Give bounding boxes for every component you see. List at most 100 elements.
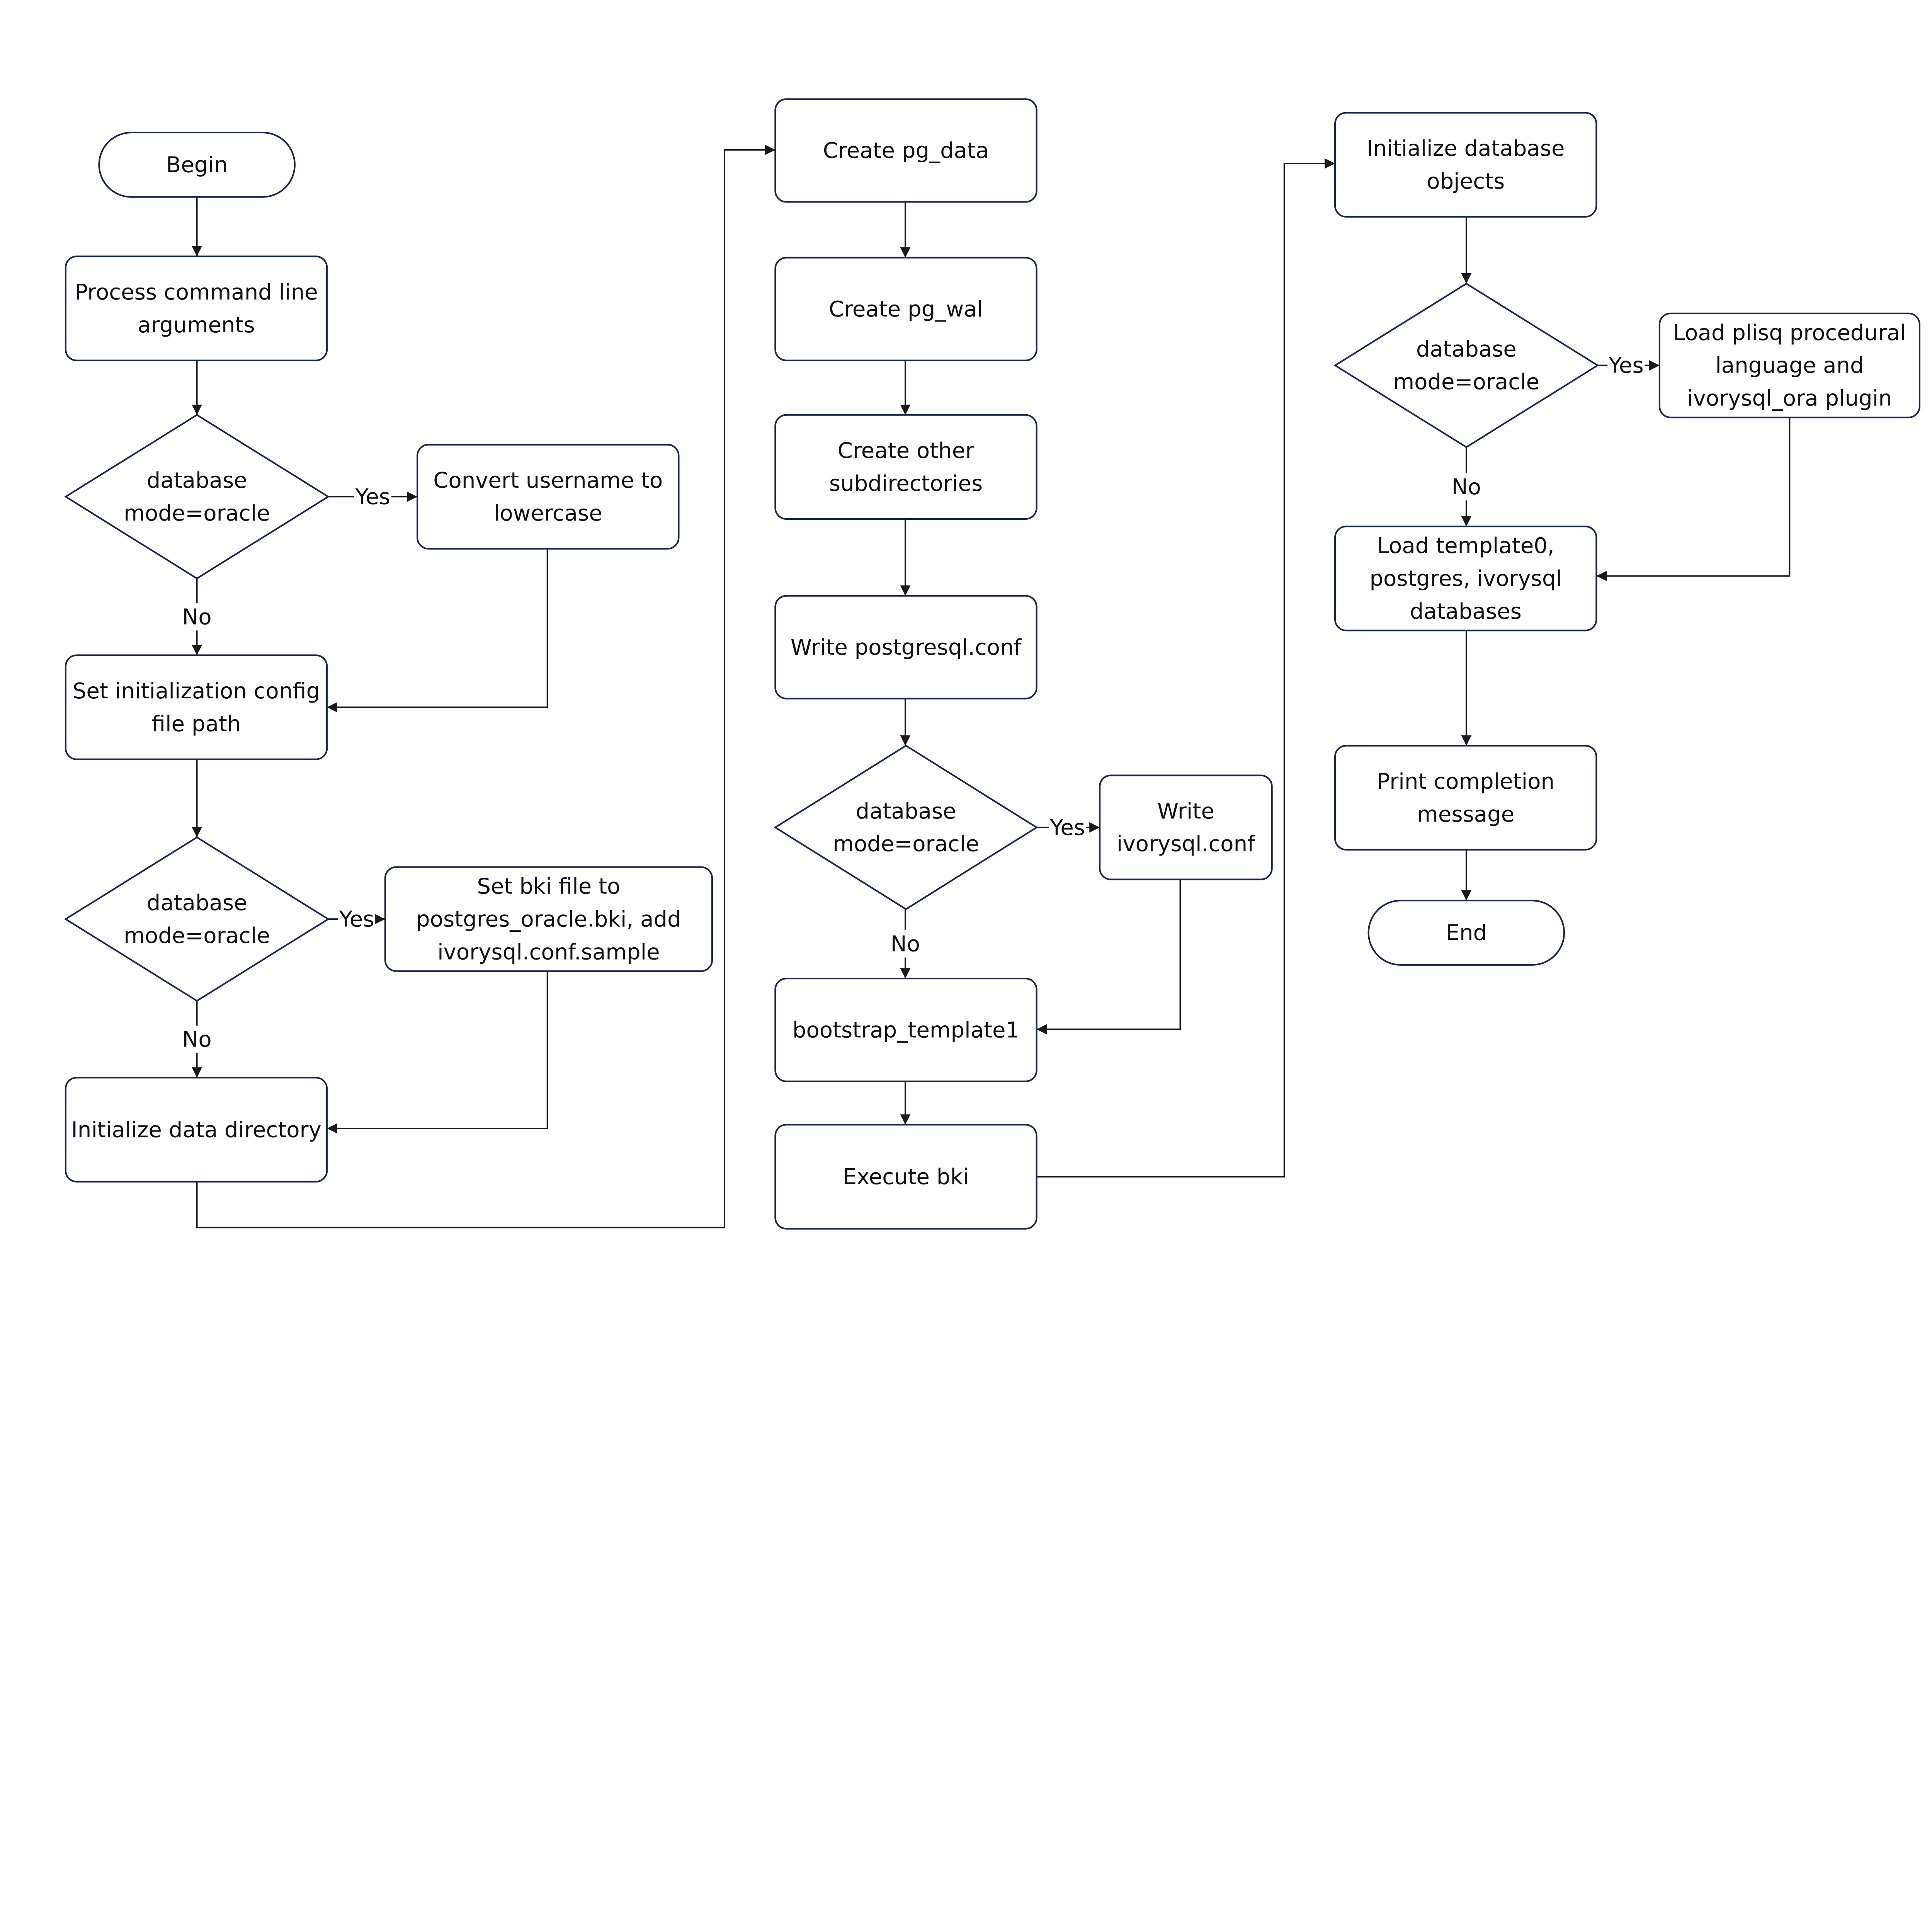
node-text-line: Load template0, (1377, 533, 1554, 558)
edge-label-text: Yes (1608, 353, 1644, 378)
node-text: Create pg_data (823, 138, 989, 163)
connector-arrow (327, 971, 548, 1134)
node-text: Begin (166, 153, 228, 178)
edge-label-no: No (886, 930, 924, 958)
connector-arrow (1036, 158, 1335, 1178)
decision-diamond (64, 414, 330, 580)
node-text: Execute bki (843, 1164, 969, 1190)
node-create-pg-wal: Create pg_wal (774, 257, 1037, 361)
node-text-line: database (147, 468, 247, 493)
node-text-line: language and (1715, 353, 1864, 378)
node-text-line: Load plisq procedural (1673, 320, 1906, 345)
node-text-line: Set initialization config (73, 679, 320, 704)
node-process-args: Process command line arguments (65, 255, 328, 361)
terminal-box (1367, 900, 1565, 966)
node-create-pg-data: Create pg_data (774, 98, 1037, 203)
node-begin: Begin (98, 131, 296, 198)
edge-label-text: Yes (355, 484, 390, 509)
node-text-line: mode=oracle (124, 501, 270, 526)
node-text-line: Write postgresql.conf (791, 635, 1022, 660)
node-text-line: ivorysql.conf (1117, 832, 1255, 857)
node-text-line: objects (1427, 169, 1505, 194)
process-box (65, 1077, 328, 1183)
node-bootstrap-template1: bootstrap_template1 (774, 977, 1037, 1082)
node-load-plisql: Load plisq procedural language and ivorysq… (1658, 312, 1921, 419)
node-text-line: Set bki file to (477, 874, 620, 899)
node-text-line: message (1417, 802, 1514, 827)
process-box (774, 1124, 1037, 1230)
edge-label-no: No (178, 1025, 216, 1053)
node-text: Set bki file to postgres_oracle.bki, add i… (416, 874, 681, 965)
node-text-line: arguments (138, 313, 255, 338)
process-box (1099, 774, 1273, 880)
node-text-line: database (1416, 337, 1517, 362)
node-end: End (1367, 900, 1565, 966)
edge-label-background (1049, 813, 1086, 841)
node-text-line: lowercase (494, 501, 602, 526)
edge-label-no: No (178, 603, 216, 631)
decision-diamond (64, 836, 330, 1002)
node-write-postgresql-conf: Write postgresql.conf (774, 595, 1037, 699)
node-init-db-objects: Initialize database objects (1334, 112, 1597, 218)
connector-arrow (1596, 417, 1791, 581)
node-text-line: End (1446, 921, 1487, 946)
edge-label-background (1607, 352, 1645, 379)
edge-label-yes: Yes (1049, 813, 1086, 841)
edge-label-background (354, 483, 391, 511)
node-text-line: Process command line (75, 280, 318, 305)
node-text-line: ivorysql_ora plugin (1687, 386, 1892, 411)
node-text-line: subdirectories (829, 471, 983, 496)
process-box (774, 257, 1037, 361)
edge-label-background (178, 1025, 216, 1053)
node-text-line: Execute bki (843, 1164, 969, 1190)
node-text-line: postgres, ivorysql (1369, 566, 1562, 591)
edge-label-background (338, 905, 376, 933)
node-text-line: ivorysql.conf.sample (437, 939, 660, 965)
node-decision1: database mode=oracle (64, 414, 330, 580)
decision-diamond (774, 745, 1038, 910)
connector-arrow (327, 548, 548, 713)
node-text-line: Initialize database (1367, 136, 1565, 161)
node-text-line: file path (152, 711, 241, 737)
process-box (1334, 526, 1597, 631)
connector-arrow (1036, 879, 1181, 1035)
node-text: Process command line arguments (75, 280, 318, 338)
process-box (65, 654, 328, 760)
process-box (774, 98, 1037, 203)
node-text: Write ivorysql.conf (1117, 799, 1255, 857)
node-text: database mode=oracle (124, 468, 270, 526)
node-text-line: databases (1410, 599, 1522, 624)
node-text-line: postgres_oracle.bki, add (416, 907, 681, 932)
edge-label-yes: Yes (338, 905, 376, 933)
node-text-line: Create pg_data (823, 138, 989, 163)
edge-label-text: Yes (339, 907, 374, 932)
node-text-line: database (147, 890, 247, 916)
edge-label-text: No (1452, 475, 1481, 500)
process-box (1334, 112, 1597, 218)
process-box (774, 595, 1037, 699)
node-text: Initialize database objects (1367, 136, 1565, 194)
edge-label-text: No (182, 1027, 211, 1052)
node-text: Initialize data directory (71, 1117, 321, 1142)
node-text-line: bootstrap_template1 (793, 1018, 1019, 1043)
process-box (1658, 312, 1921, 419)
node-text-line: Begin (166, 153, 228, 178)
node-text: Load template0, postgres, ivorysql databas… (1369, 533, 1562, 624)
process-box (417, 444, 680, 550)
node-text-line: Write (1157, 799, 1214, 824)
node-text-line: mode=oracle (833, 832, 979, 857)
node-text: End (1446, 921, 1487, 946)
node-load-templates: Load template0, postgres, ivorysql databas… (1334, 526, 1597, 631)
process-box (384, 866, 713, 972)
edge-label-background (178, 603, 216, 631)
node-set-config-path: Set initialization config file path (65, 654, 328, 760)
